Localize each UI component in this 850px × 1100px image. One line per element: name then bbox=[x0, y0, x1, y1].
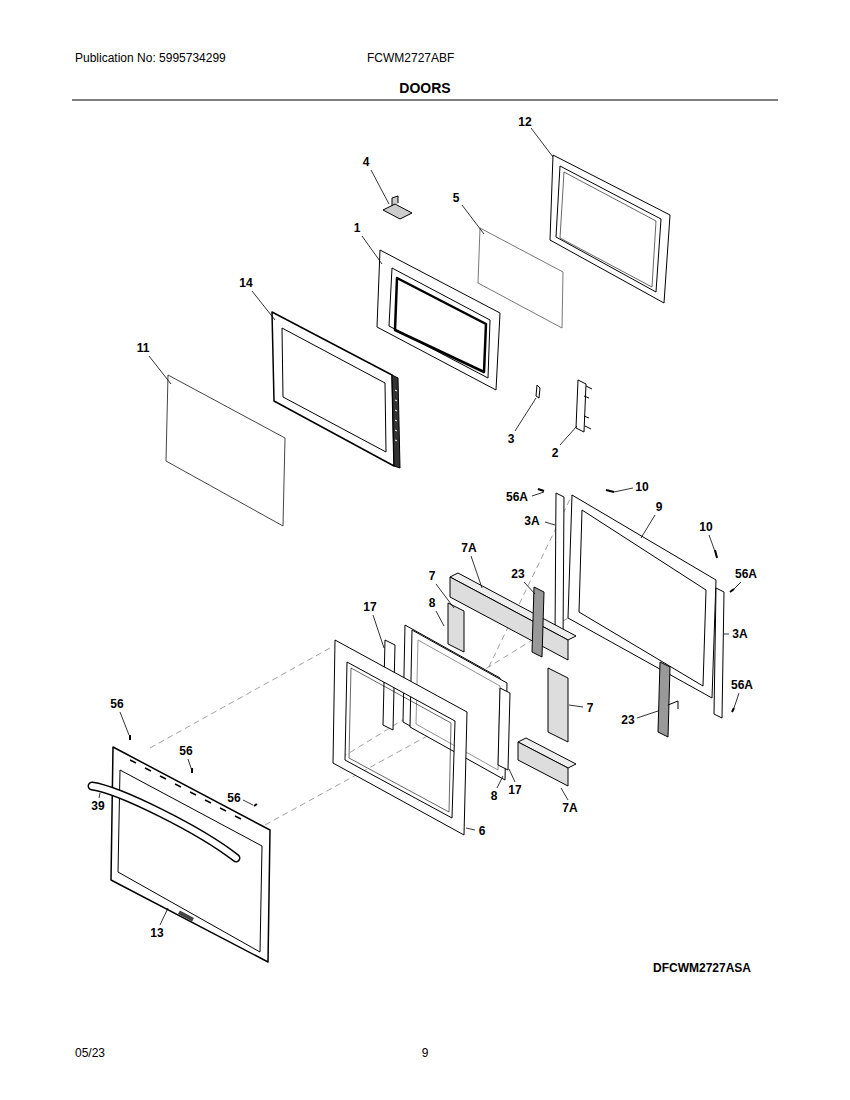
callout-number: 9 bbox=[656, 501, 663, 513]
callout-number: 17 bbox=[363, 601, 376, 613]
callout-number: 6 bbox=[479, 825, 486, 837]
callout-number: 13 bbox=[150, 927, 163, 939]
diagram-code: DFCWM2727ASA bbox=[653, 962, 751, 974]
callout-number: 12 bbox=[518, 116, 531, 128]
page-title: DOORS bbox=[399, 81, 450, 95]
callout-number: 56 bbox=[179, 745, 192, 757]
callout-number: 3A bbox=[524, 515, 539, 527]
callout-number: 39 bbox=[91, 800, 104, 812]
callout-number: 14 bbox=[239, 277, 252, 289]
callout-number: 7 bbox=[587, 702, 594, 714]
lower-door-parts bbox=[92, 489, 734, 962]
callout-number: 8 bbox=[491, 790, 498, 802]
callout-number: 10 bbox=[635, 481, 648, 493]
upper-door-parts bbox=[166, 155, 670, 526]
callout-number: 56A bbox=[731, 679, 753, 691]
callout-number: 23 bbox=[511, 568, 524, 580]
publication-number: Publication No: 5995734299 bbox=[75, 52, 226, 64]
callout-number: 1 bbox=[354, 222, 361, 234]
date-code: 05/23 bbox=[75, 1047, 105, 1059]
callout-number: 3A bbox=[732, 628, 747, 640]
page-number: 9 bbox=[422, 1047, 429, 1059]
callout-number: 7A bbox=[562, 802, 577, 814]
callout-number: 56A bbox=[735, 568, 757, 580]
callout-number: 56A bbox=[506, 491, 528, 503]
callout-number: 5 bbox=[453, 192, 460, 204]
callout-number: 17 bbox=[508, 784, 521, 796]
callout-number: 8 bbox=[429, 597, 436, 609]
callout-number: 23 bbox=[621, 714, 634, 726]
callout-number: 11 bbox=[137, 342, 150, 354]
callout-number: 4 bbox=[363, 156, 370, 168]
callout-number: 56 bbox=[110, 698, 123, 710]
callout-number: 10 bbox=[699, 521, 712, 533]
header-rule bbox=[72, 100, 778, 101]
callout-number: 56 bbox=[227, 792, 240, 804]
callout-number: 7 bbox=[429, 570, 436, 582]
leader-lines bbox=[99, 128, 741, 925]
callout-number: 3 bbox=[508, 433, 515, 445]
callout-number: 2 bbox=[552, 447, 559, 459]
callout-number: 7A bbox=[461, 542, 476, 554]
model-number: FCWM2727ABF bbox=[367, 52, 454, 64]
